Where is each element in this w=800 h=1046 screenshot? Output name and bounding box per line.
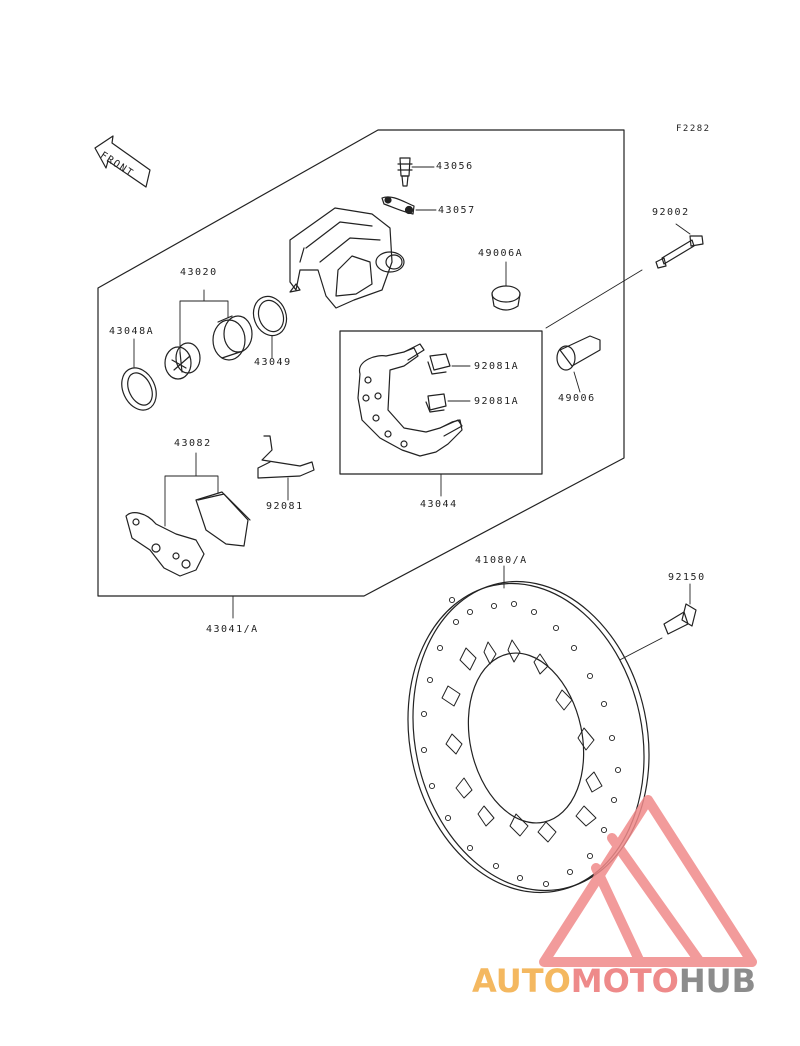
part-label-43057: 43057	[438, 205, 476, 216]
part-label-92002: 92002	[652, 207, 690, 218]
part-label-92081a-lower: 92081A	[474, 396, 520, 407]
disc-bolt	[611, 583, 697, 665]
part-label-41080a: 41080/A	[475, 555, 528, 566]
brake-pads	[125, 452, 251, 577]
rubber-boot	[491, 261, 521, 311]
part-label-43044: 43044	[420, 499, 458, 510]
part-label-43020: 43020	[180, 267, 218, 278]
piston-set	[164, 289, 253, 380]
watermark-logo-icon	[539, 795, 757, 967]
bleeder-cap	[381, 196, 437, 215]
pad-spring-clip-upper	[427, 353, 471, 375]
piston-seal	[252, 295, 288, 359]
part-label-49006: 49006	[558, 393, 596, 404]
part-label-43049: 43049	[254, 357, 292, 368]
caliper-bracket	[357, 343, 463, 457]
part-label-43048a: 43048A	[109, 326, 155, 337]
part-label-92150: 92150	[668, 572, 706, 583]
caliper-body	[289, 207, 405, 309]
watermark-text: AUTOMOTOHUB	[472, 962, 756, 1000]
front-arrow-icon	[94, 135, 151, 188]
part-label-49006a: 49006A	[478, 248, 524, 259]
pad-spring-clip-lower	[425, 393, 471, 413]
watermark-moto: MOTO	[570, 962, 679, 1000]
dust-seal	[121, 338, 157, 411]
pad-spring	[257, 435, 315, 501]
long-bolt	[545, 223, 704, 329]
part-label-92081a-upper: 92081A	[474, 361, 520, 372]
watermark-hub: HUB	[678, 962, 757, 1000]
brake-disc	[407, 565, 650, 894]
figure-id: F2282	[676, 124, 711, 134]
caliper-assembly-frame	[97, 129, 625, 597]
watermark-auto: AUTO	[472, 962, 571, 1000]
slide-pin-sleeve	[556, 335, 601, 393]
part-label-43082: 43082	[174, 438, 212, 449]
part-label-43041a: 43041/A	[206, 624, 259, 635]
part-label-43056: 43056	[436, 161, 474, 172]
part-label-92081: 92081	[266, 501, 304, 512]
bleeder-valve	[397, 157, 435, 187]
